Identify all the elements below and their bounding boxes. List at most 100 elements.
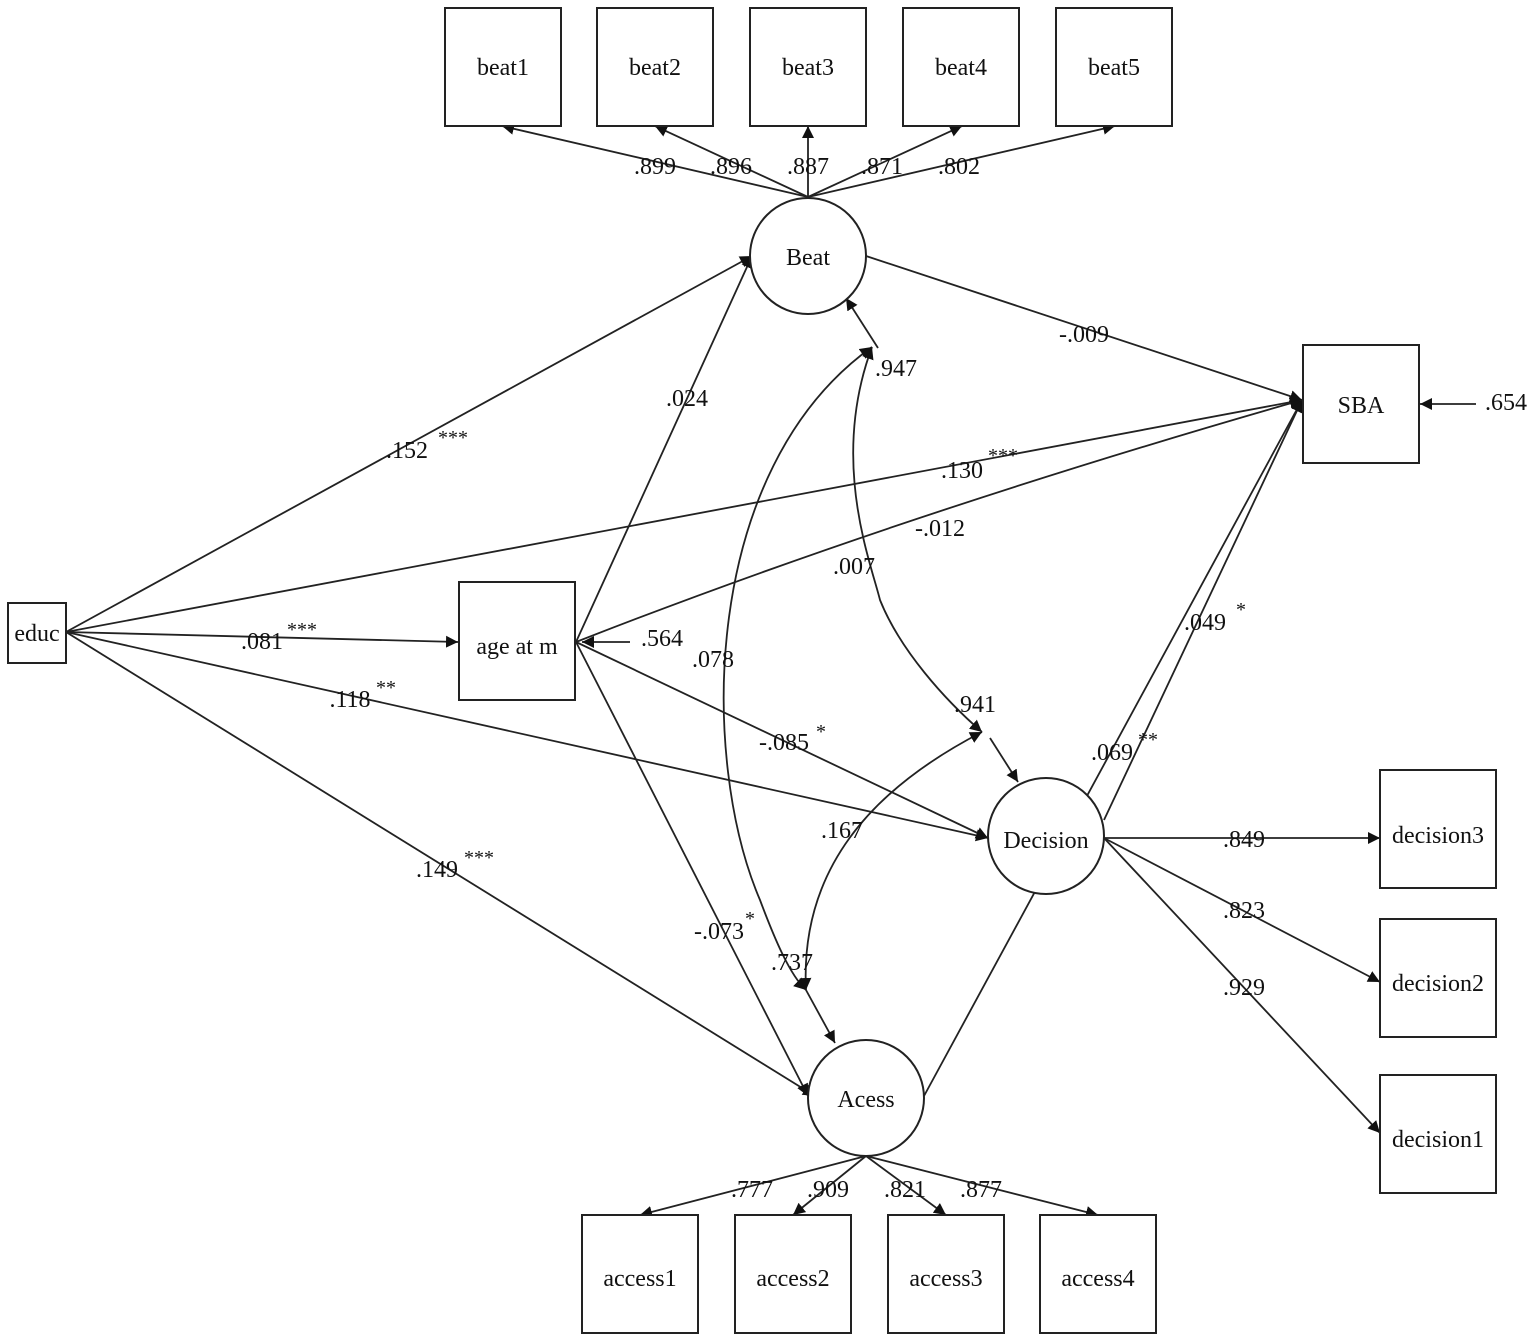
edge-beat-beat5 <box>807 122 1116 198</box>
node-access4-box <box>1039 1214 1157 1334</box>
coef-beat-beat4: .871 <box>861 154 903 180</box>
coef-sba-error: .654 <box>1485 390 1527 416</box>
edge-beat-beat2 <box>654 125 809 198</box>
node-decision-circle <box>987 777 1105 895</box>
edge-educ-sba <box>65 396 1303 633</box>
coef-age-decision-sig: * <box>816 721 826 743</box>
edge-acess-error <box>805 989 836 1044</box>
edge-educ-age <box>65 631 459 648</box>
node-beat2: beat2 <box>629 55 681 81</box>
node-educ-box <box>7 602 67 664</box>
node-decision1: decision1 <box>1392 1127 1484 1153</box>
coef-acess-r2: .737 <box>771 950 813 976</box>
node-beat1-box <box>444 7 562 127</box>
edge-acess-access1 <box>639 1155 867 1218</box>
coef-educ-acess-sig: *** <box>464 847 494 869</box>
node-access1-box <box>581 1214 699 1334</box>
node-beat1: beat1 <box>477 55 529 81</box>
coef-decision-sba: .049 <box>1184 610 1226 636</box>
coef-educ-sba: .130 <box>941 458 983 484</box>
node-beat5: beat5 <box>1088 55 1140 81</box>
node-access4: access4 <box>1061 1266 1134 1292</box>
coef-beat-beat2: .896 <box>710 154 752 180</box>
coef-beat-sba: -.009 <box>1059 322 1109 348</box>
edge-educ-beat <box>65 255 753 633</box>
node-decision2-box <box>1379 918 1497 1038</box>
node-access3-box <box>887 1214 1005 1334</box>
node-educ: educ <box>14 621 59 647</box>
node-beat3-box <box>749 7 867 127</box>
coef-age-acess-sig: * <box>745 908 755 930</box>
edge-decision-error <box>989 737 1019 783</box>
node-decision3-box <box>1379 769 1497 889</box>
coef-educ-age-sig: *** <box>287 619 317 641</box>
coef-age-acess: -.073 <box>694 919 744 945</box>
coef-beat-decision-cov: .007 <box>833 554 875 580</box>
node-access2: access2 <box>756 1266 829 1292</box>
node-access3: access3 <box>909 1266 982 1292</box>
edge-beat-error <box>845 297 879 349</box>
node-decision1-box <box>1379 1074 1497 1194</box>
coef-educ-decision: .118 <box>329 687 370 713</box>
coef-decision-r2: .941 <box>954 692 996 718</box>
edge-educ-acess <box>65 631 816 1097</box>
coef-beat-beat3: .887 <box>787 154 829 180</box>
node-age-box <box>458 581 576 701</box>
coef-beat-beat1: .899 <box>634 154 676 180</box>
coef-educ-acess: .149 <box>416 857 458 883</box>
node-acess: Acess <box>837 1087 894 1113</box>
coef-acess-access3: .821 <box>884 1177 926 1203</box>
edges <box>65 122 1476 1218</box>
coef-acess-access2: .909 <box>807 1177 849 1203</box>
node-acess-circle <box>807 1039 925 1157</box>
node-beat: Beat <box>786 245 830 271</box>
edge-beat-sba <box>865 255 1303 402</box>
edge-acess-access3 <box>865 1155 947 1216</box>
coef-decision-decision3: .849 <box>1223 827 1265 853</box>
node-beat4: beat4 <box>935 55 987 81</box>
coef-age-r2: .564 <box>641 626 683 652</box>
edge-acess-access2 <box>792 1155 867 1216</box>
nodes: beat1 beat2 beat3 beat4 beat5 Beat SBA e… <box>7 7 1497 1334</box>
edge-acess-sba <box>923 399 1303 1097</box>
coef-beat-r2: .947 <box>875 356 917 382</box>
coef-decision-sba-sig: * <box>1236 599 1246 621</box>
node-sba-box <box>1302 344 1420 464</box>
coef-age-decision: -.085 <box>759 730 809 756</box>
coef-beat-beat5: .802 <box>938 154 980 180</box>
edge-decision-sba <box>1103 399 1303 821</box>
edge-beat-beat4 <box>807 125 963 198</box>
coef-educ-sba-sig: *** <box>988 445 1018 467</box>
edge-decision-decision1 <box>1103 837 1381 1134</box>
edge-acess-access4 <box>865 1155 1099 1218</box>
node-decision3: decision3 <box>1392 823 1484 849</box>
coef-educ-beat-sig: *** <box>438 427 468 449</box>
edge-age-beat <box>575 255 753 643</box>
coef-decision-decision1: .929 <box>1223 975 1265 1001</box>
cov-beat-acess <box>722 346 873 991</box>
coef-acess-sba: .069 <box>1091 740 1133 766</box>
coef-acess-access4: .877 <box>960 1177 1002 1203</box>
edge-beat-beat1 <box>501 122 809 198</box>
coef-decision-decision2: .823 <box>1223 898 1265 924</box>
node-access2-box <box>734 1214 852 1334</box>
node-beat3: beat3 <box>782 55 834 81</box>
node-beat2-box <box>596 7 714 127</box>
coef-age-sba: -.012 <box>915 516 965 542</box>
coef-age-beat: .024 <box>666 386 708 412</box>
node-beat4-box <box>902 7 1020 127</box>
edge-decision-decision2 <box>1103 837 1381 983</box>
node-decision2: decision2 <box>1392 971 1484 997</box>
coef-educ-decision-sig: ** <box>376 677 396 699</box>
cov-decision-acess <box>799 731 983 991</box>
coef-educ-age: .081 <box>241 629 283 655</box>
node-age: age at m <box>476 634 558 660</box>
node-beat-circle <box>749 197 867 315</box>
coef-beat-acess-cov: .078 <box>692 647 734 673</box>
coef-acess-access1: .777 <box>731 1177 773 1203</box>
node-sba: SBA <box>1338 393 1385 419</box>
coef-educ-beat: .152 <box>386 438 428 464</box>
coef-acess-sba-sig: ** <box>1138 729 1158 751</box>
coef-decision-acess-cov: .167 <box>821 818 863 844</box>
